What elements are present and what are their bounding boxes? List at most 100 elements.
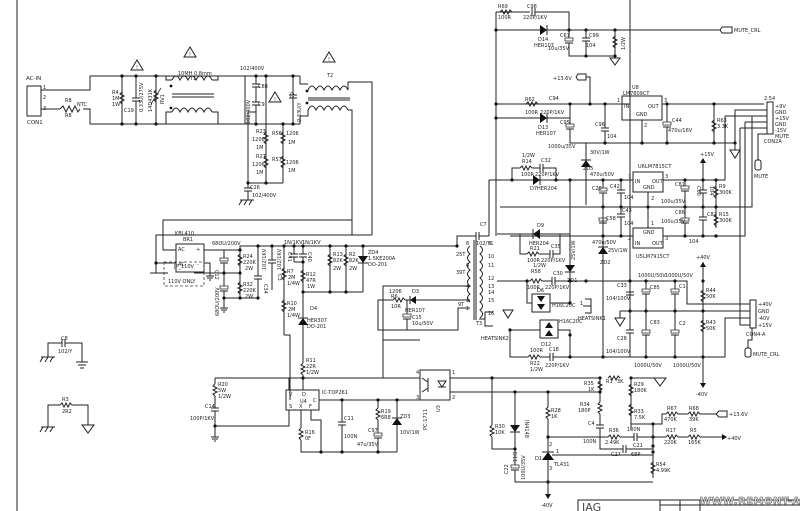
d14-diode <box>540 25 547 35</box>
heatsink1 <box>583 298 592 314</box>
pin-label: +40V <box>758 302 773 308</box>
signal-ground-icon <box>609 57 621 66</box>
pin-label: V <box>289 392 293 398</box>
r13-power: 2W <box>333 266 341 272</box>
r62-ref: R62 <box>525 97 535 103</box>
r15-ref: R15 <box>719 212 729 218</box>
d14-value: HER107 <box>534 43 554 49</box>
r4-ref: R4 <box>112 90 119 96</box>
pin-label: 3 <box>665 236 668 242</box>
r30-resistor <box>488 424 496 438</box>
r28-resistor <box>544 406 552 420</box>
pin-label: 12 <box>488 276 494 282</box>
c88-ref: C88 <box>258 84 268 90</box>
c15-value: 10u/50V <box>412 321 434 327</box>
d12-dual-diode <box>539 319 559 339</box>
con2a-ref: CON2A <box>764 139 782 145</box>
c41-ref: C41 <box>286 252 292 262</box>
r19-ref: R19 <box>381 409 391 415</box>
pin-label: 2 <box>452 395 455 401</box>
c22-value: 100U/35V <box>521 455 527 480</box>
c82-value: 104 <box>689 239 699 245</box>
t2-ref: T2 <box>326 73 333 79</box>
c32-ref: C32 <box>541 158 551 164</box>
zd2-ref: ZD2 <box>600 260 610 266</box>
r7-power: 1/4W <box>287 281 300 287</box>
c96-value: 104 <box>607 134 617 140</box>
r14-ref: R14 <box>522 159 532 165</box>
c86-ref: C86 <box>675 210 685 216</box>
d7-ref: D7 <box>530 186 537 192</box>
c7-ref: C7 <box>480 222 487 228</box>
r19-resistor <box>374 407 382 421</box>
c82-ref: C82 <box>707 212 717 218</box>
c80-ref: C80 <box>695 186 701 196</box>
r10-value: 2M <box>288 307 296 313</box>
r62-value: 100R <box>525 110 539 116</box>
c98-ref: C98 <box>527 4 537 10</box>
con4a-connector: +40V GND -40V +15V CON4-A MUTE_CRL <box>744 299 780 358</box>
c81-value: 100u/35V <box>661 199 686 205</box>
zd2-value: 25V/1W <box>608 248 628 254</box>
r23-pkg: 1206 <box>252 137 265 143</box>
r12-value: 47R <box>306 278 316 284</box>
r54-resistor <box>649 461 657 475</box>
c44-value: 470u/16V <box>668 128 693 134</box>
mute-ctrl-port <box>719 26 733 34</box>
u3-optocoupler <box>419 369 451 401</box>
r23-ref: R23 <box>256 129 266 135</box>
r54-ref: R54 <box>656 462 666 468</box>
zd3-ref: ZD3 <box>400 414 410 420</box>
mute-resistor <box>611 35 619 49</box>
pin-label: 15 <box>488 298 494 304</box>
c97-value: 47u/35V <box>357 442 379 448</box>
pin-label: OUT <box>652 241 664 247</box>
r32-ref: R32 <box>243 282 253 288</box>
r20-power: 1/2W <box>218 394 231 400</box>
t3-turns: 9T <box>458 302 465 308</box>
r33-resistor <box>627 403 635 417</box>
r27-ref: R27 <box>256 154 266 160</box>
r2-power: 2W <box>349 266 357 272</box>
warning-mark: ! <box>136 65 138 71</box>
earth-ground-icon <box>220 307 228 313</box>
r68-ref: R68 <box>689 406 699 412</box>
c26-ref: C26 <box>250 185 260 191</box>
con4a-mute-label: MUTE_CRL <box>753 352 780 358</box>
c7-value: 102/Y1 <box>476 241 493 247</box>
pin-label: 3 <box>416 395 419 401</box>
c34-value: 102/1KV <box>262 248 268 270</box>
r9-value: 300K <box>719 190 733 196</box>
r11-power: 1/2W <box>306 370 319 376</box>
u3-part: PC-1711 <box>423 409 429 430</box>
r17-ref: R17 <box>666 428 676 434</box>
d13-value: HER107 <box>536 131 556 137</box>
d12-ref: D12 <box>541 342 551 348</box>
c4-value: 100N <box>583 439 597 445</box>
c11-value: 100N <box>344 434 358 440</box>
d4-diode <box>298 318 308 325</box>
r14-resistor <box>519 164 533 172</box>
con1-connector <box>26 85 42 117</box>
r23-resistor <box>262 131 270 145</box>
r14-power: 1/2W <box>522 153 535 159</box>
r58-ref: R58 <box>531 269 541 275</box>
heatsink2 <box>479 311 493 327</box>
u4-ref: U4 <box>300 399 307 405</box>
br1-part: KBL410 <box>175 231 194 237</box>
c21-value: 100N <box>627 427 641 433</box>
r2-ref: R2 <box>349 252 356 258</box>
c8-ref: C8 <box>61 336 68 342</box>
tl431-part: TL431 <box>553 462 569 468</box>
r27-resistor <box>262 155 270 169</box>
c12-ref: C12 <box>213 270 219 280</box>
d6-value: H16C20C <box>552 303 576 309</box>
c9-ref: C9 <box>258 102 265 108</box>
r7-resistor <box>280 267 288 281</box>
r43-resistor <box>699 319 707 333</box>
c42-ref: C42 <box>610 184 620 190</box>
u3-ref: U3 <box>436 405 442 412</box>
d7-diode <box>533 175 540 185</box>
cx1-value: 102/400V <box>240 66 265 72</box>
